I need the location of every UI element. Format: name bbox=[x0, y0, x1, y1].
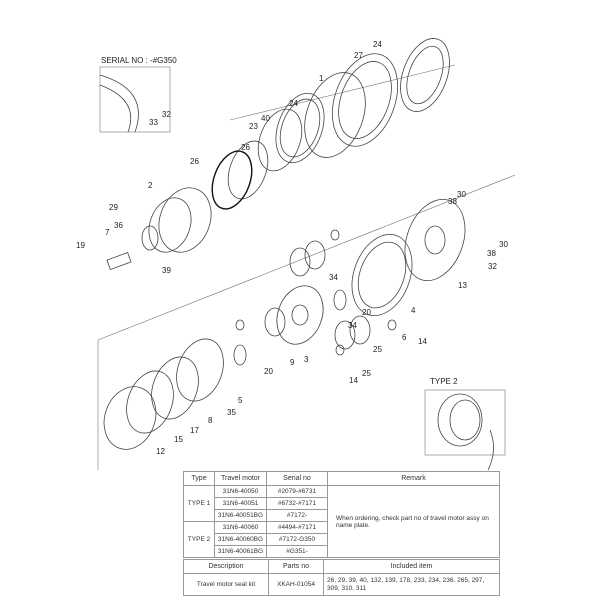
part-label: 26 bbox=[241, 143, 250, 152]
part-label: 38 bbox=[487, 249, 496, 258]
type2-label: TYPE 2 bbox=[430, 377, 458, 386]
part-label: 2 bbox=[148, 181, 153, 190]
part-label: 9 bbox=[290, 358, 295, 367]
part-label: 39 bbox=[162, 266, 171, 275]
inset-serial-label: SERIAL NO : -#G350 bbox=[101, 56, 177, 65]
included-cell: 26, 29, 39, 40, 132, 139, 178, 233, 234,… bbox=[323, 573, 500, 596]
header-description: Description bbox=[183, 559, 269, 574]
part-label: 25 bbox=[362, 369, 371, 378]
motor-cell: 31N6-40051 bbox=[214, 497, 267, 510]
parts-no-cell: XKAH-01054 bbox=[268, 573, 324, 596]
part-label: 33 bbox=[149, 118, 158, 127]
part-label: 20 bbox=[362, 308, 371, 317]
part-label: 32 bbox=[162, 110, 171, 119]
part-label: 30 bbox=[499, 240, 508, 249]
travel-motor-table: Type Travel motor Serial no Remark TYPE … bbox=[183, 471, 500, 558]
part-label: 35 bbox=[227, 408, 236, 417]
table-row: 31N6-40051BG#7172- bbox=[184, 509, 500, 522]
part-label: 12 bbox=[156, 447, 165, 456]
serial-cell: #7172- bbox=[266, 509, 328, 522]
part-label: 23 bbox=[249, 122, 258, 131]
part-label: 40 bbox=[261, 114, 270, 123]
motor-cell: 31N6-40060 bbox=[214, 521, 267, 534]
part-label: 34 bbox=[348, 321, 357, 330]
remark-cell: When ordering, check part no of travel m… bbox=[327, 485, 500, 558]
part-label: 24 bbox=[289, 99, 298, 108]
motor-cell: 31N6-40061BG bbox=[214, 545, 267, 558]
type-cell: TYPE 1 bbox=[183, 485, 215, 522]
part-label: 20 bbox=[264, 367, 273, 376]
part-label: 32 bbox=[488, 262, 497, 271]
type-cell: TYPE 2 bbox=[183, 521, 215, 558]
part-label: 29 bbox=[109, 203, 118, 212]
part-label: 34 bbox=[329, 273, 338, 282]
table-row: 31N6-40051#6732-#7171 bbox=[184, 497, 500, 510]
part-label: 19 bbox=[76, 241, 85, 250]
part-label: 38 bbox=[448, 197, 457, 206]
header-serial: Serial no bbox=[266, 471, 328, 486]
part-label: 36 bbox=[114, 221, 123, 230]
part-label: 4 bbox=[411, 306, 416, 315]
header-included: Included item bbox=[323, 559, 500, 574]
header-travel-motor: Travel motor bbox=[214, 471, 267, 486]
description-cell: Travel motor seal kit bbox=[183, 573, 269, 596]
table-row: 31N6-40061BG#G351- bbox=[184, 545, 500, 558]
serial-cell: #G351- bbox=[266, 545, 328, 558]
motor-cell: 31N6-40050 bbox=[214, 485, 267, 498]
part-label: 6 bbox=[402, 333, 407, 342]
serial-cell: #7172-G350 bbox=[266, 533, 328, 546]
serial-cell: #2079-#6731 bbox=[266, 485, 328, 498]
seal-kit-table: Description Parts no Included item Trave… bbox=[183, 559, 500, 596]
part-label: 8 bbox=[208, 416, 213, 425]
part-label: 14 bbox=[349, 376, 358, 385]
part-label: 15 bbox=[174, 435, 183, 444]
part-label: 17 bbox=[190, 426, 199, 435]
part-label: 24 bbox=[373, 40, 382, 49]
part-label: 25 bbox=[373, 345, 382, 354]
header-type: Type bbox=[183, 471, 215, 486]
part-label: 26 bbox=[190, 157, 199, 166]
part-label: 30 bbox=[457, 190, 466, 199]
motor-cell: 31N6-40060BG bbox=[214, 533, 267, 546]
motor-cell: 31N6-40051BG bbox=[214, 509, 267, 522]
part-label: 14 bbox=[418, 337, 427, 346]
part-label: 5 bbox=[238, 396, 243, 405]
serial-cell: #6732-#7171 bbox=[266, 497, 328, 510]
serial-cell: #4494-#7171 bbox=[266, 521, 328, 534]
part-label: 7 bbox=[105, 228, 110, 237]
part-label: 3 bbox=[304, 355, 309, 364]
part-label: 13 bbox=[458, 281, 467, 290]
header-parts-no: Parts no bbox=[268, 559, 324, 574]
part-label: 1 bbox=[319, 74, 324, 83]
table-row: TYPE 1 31N6-40050 #2079-#6731 When order… bbox=[183, 485, 500, 558]
table-row: Travel motor seal kit XKAH-01054 26, 29,… bbox=[183, 573, 500, 596]
part-label: 27 bbox=[354, 51, 363, 60]
header-remark: Remark bbox=[327, 471, 500, 486]
